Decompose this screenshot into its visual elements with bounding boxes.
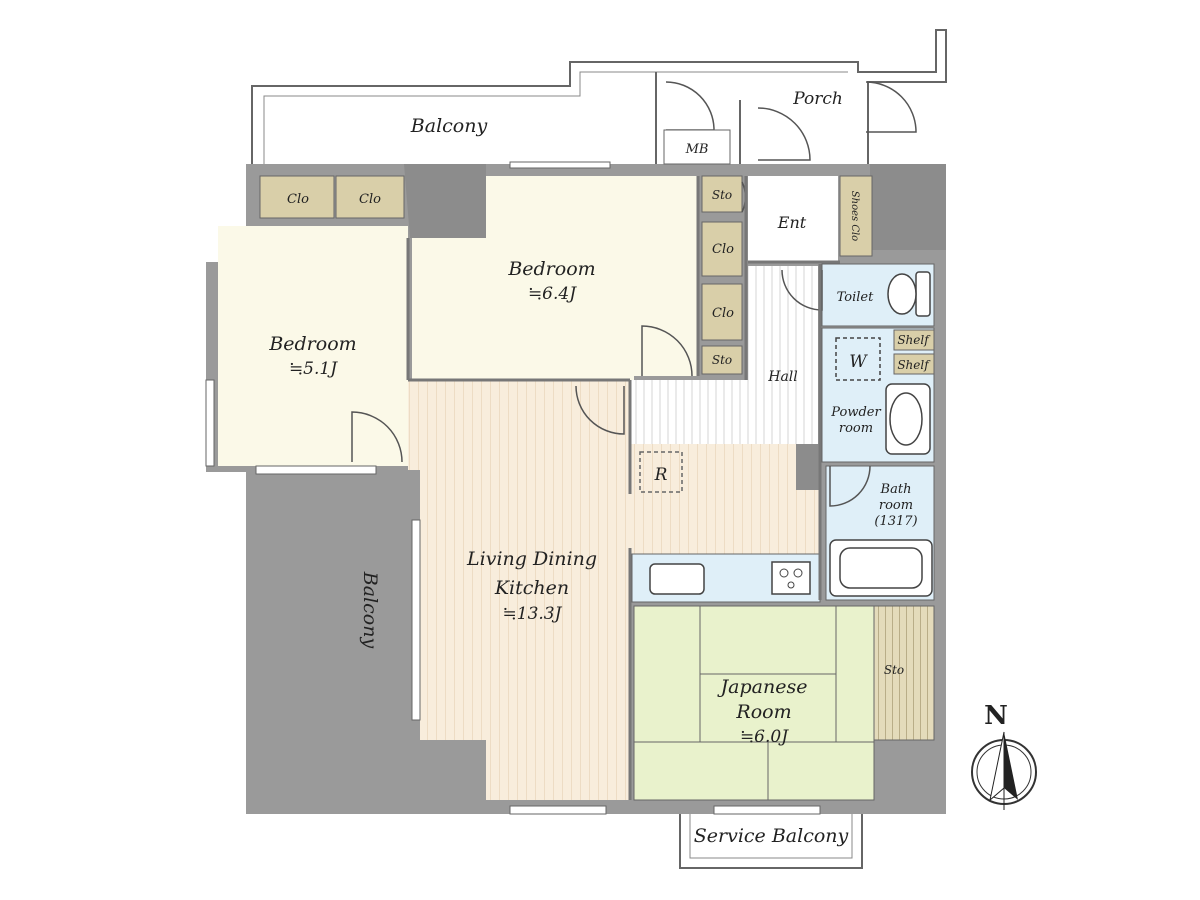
bedroom-main-floor bbox=[412, 176, 698, 380]
clo-a-floor bbox=[259, 175, 335, 219]
toilet-icon bbox=[887, 271, 931, 317]
fridge-space bbox=[639, 451, 683, 493]
compass-icon bbox=[971, 731, 1037, 810]
porch-walls bbox=[655, 72, 741, 164]
windows bbox=[205, 161, 821, 815]
ent-label: Ent bbox=[777, 213, 807, 232]
ldk-size: ≒13.3J bbox=[503, 604, 563, 624]
japanese-label-2: Room bbox=[735, 701, 791, 723]
powder-label-1: Powder bbox=[830, 405, 881, 420]
north-balcony bbox=[251, 29, 947, 164]
bedroom-west-size: ≒5.1J bbox=[289, 359, 338, 379]
porch-label: Porch bbox=[792, 89, 843, 109]
clo-b-floor bbox=[335, 175, 405, 219]
clo-mid-2-label: Clo bbox=[712, 306, 734, 321]
service-balcony-label: Service Balcony bbox=[694, 825, 849, 847]
bedroom-main-name: Bedroom bbox=[507, 258, 595, 280]
hall-label: Hall bbox=[767, 369, 798, 385]
balcony-west-label: Balcony bbox=[359, 571, 381, 649]
ldk-floor bbox=[408, 380, 820, 800]
ldk-label-1: Living Dining bbox=[466, 548, 597, 570]
bedroom-west-floor bbox=[218, 226, 408, 466]
shelf-1-label: Shelf bbox=[897, 333, 931, 347]
washer-label: W bbox=[849, 352, 868, 372]
wall-notch bbox=[410, 740, 486, 814]
sto-east-floor bbox=[873, 605, 935, 741]
stove-icon bbox=[771, 561, 811, 595]
wall-pillar bbox=[796, 444, 820, 490]
bedroom-west-name: Bedroom bbox=[268, 333, 356, 355]
bath-label-3: (1317) bbox=[874, 514, 917, 529]
fridge-label: R bbox=[654, 465, 668, 485]
tatami-lines bbox=[634, 606, 874, 800]
powder-label-2: room bbox=[839, 421, 873, 436]
clo-mid-1-floor bbox=[701, 221, 743, 277]
clo-a-label: Clo bbox=[287, 192, 309, 207]
sto-top-floor bbox=[701, 175, 743, 213]
interior-walls bbox=[406, 176, 840, 800]
mb-box bbox=[663, 129, 731, 165]
bath-label-1: Bath bbox=[880, 482, 912, 497]
compass-north-label: N bbox=[984, 701, 1008, 731]
entrance-floor bbox=[748, 176, 838, 262]
shoes-clo-floor bbox=[839, 175, 873, 257]
hall-floor bbox=[630, 266, 818, 444]
sink-icon bbox=[649, 563, 705, 595]
sto-top-label: Sto bbox=[712, 188, 732, 202]
shelf-2-box bbox=[893, 353, 935, 375]
bedroom-main-size: ≒6.4J bbox=[528, 284, 577, 304]
balcony-north-label: Balcony bbox=[410, 115, 488, 137]
shelf-1-box bbox=[893, 329, 935, 351]
sto-mid-label: Sto bbox=[712, 353, 732, 367]
japanese-size: ≒6.0J bbox=[740, 727, 789, 747]
bathtub-icon bbox=[829, 539, 933, 597]
toilet-label: Toilet bbox=[837, 290, 874, 305]
sto-mid-floor bbox=[701, 345, 743, 375]
mb-label: MB bbox=[685, 142, 709, 157]
service-balcony bbox=[679, 811, 863, 869]
shelf-2-label: Shelf bbox=[897, 358, 931, 372]
sto-east-label: Sto bbox=[884, 663, 904, 677]
clo-mid-2-floor bbox=[701, 283, 743, 341]
clo-mid-1-label: Clo bbox=[712, 242, 734, 257]
shoes-clo-label: Shoes Clo bbox=[849, 191, 860, 241]
bath-label-2: room bbox=[879, 498, 913, 513]
ldk-label-2: Kitchen bbox=[494, 577, 569, 599]
washer-space bbox=[835, 337, 881, 381]
japanese-label-1: Japanese bbox=[717, 676, 808, 698]
washbasin-icon bbox=[885, 383, 931, 455]
clo-b-label: Clo bbox=[359, 192, 381, 207]
